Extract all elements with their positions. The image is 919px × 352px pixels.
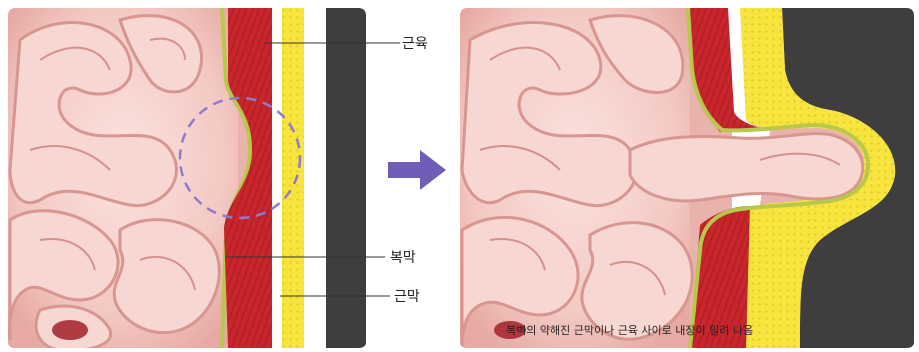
caption-text: 복벽의 약해진 근막이나 근육 사이로 내장이 밀려 나옴 bbox=[506, 323, 753, 337]
right-arrow-icon bbox=[388, 150, 446, 190]
herniated-intestine bbox=[630, 134, 863, 201]
label-muscle-text: 근육 bbox=[402, 36, 428, 52]
panel-after bbox=[460, 8, 916, 348]
fat-layer bbox=[282, 8, 304, 348]
panel-before bbox=[8, 8, 368, 350]
label-peritoneum-text: 복막 bbox=[390, 250, 416, 266]
caption: 복벽의 약해진 근막이나 근육 사이로 내장이 밀려 나옴 bbox=[506, 323, 753, 337]
skin-layer bbox=[326, 8, 366, 348]
label-fascia-text: 근막 bbox=[394, 289, 420, 305]
